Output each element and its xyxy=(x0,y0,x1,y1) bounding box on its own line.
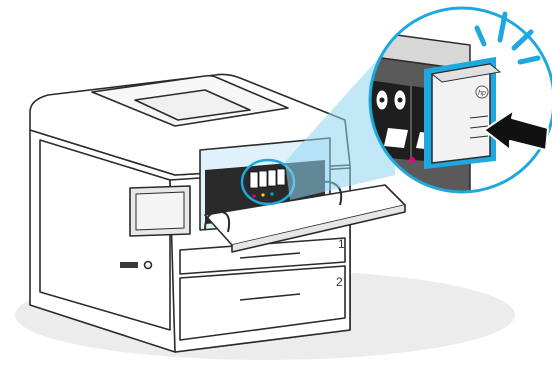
cartridge-brand-label: hp xyxy=(478,90,486,97)
tray-1-label: 1 xyxy=(338,237,345,251)
usb-port xyxy=(120,262,138,268)
mini-cartridge-2 xyxy=(259,171,267,187)
mini-cartridge-4 xyxy=(277,169,285,185)
mini-cartridge-1 xyxy=(250,172,258,188)
mini-dot-magenta xyxy=(252,194,255,197)
zoom-dot-magenta xyxy=(409,157,415,163)
zoom-latch-1 xyxy=(384,128,408,148)
mini-dot-cyan xyxy=(270,192,273,195)
mini-cartridge-3 xyxy=(268,170,276,186)
tray-2-label: 2 xyxy=(336,275,343,289)
power-button xyxy=(145,262,152,269)
mini-dot-yellow xyxy=(261,193,264,196)
screen-inner xyxy=(136,192,184,230)
